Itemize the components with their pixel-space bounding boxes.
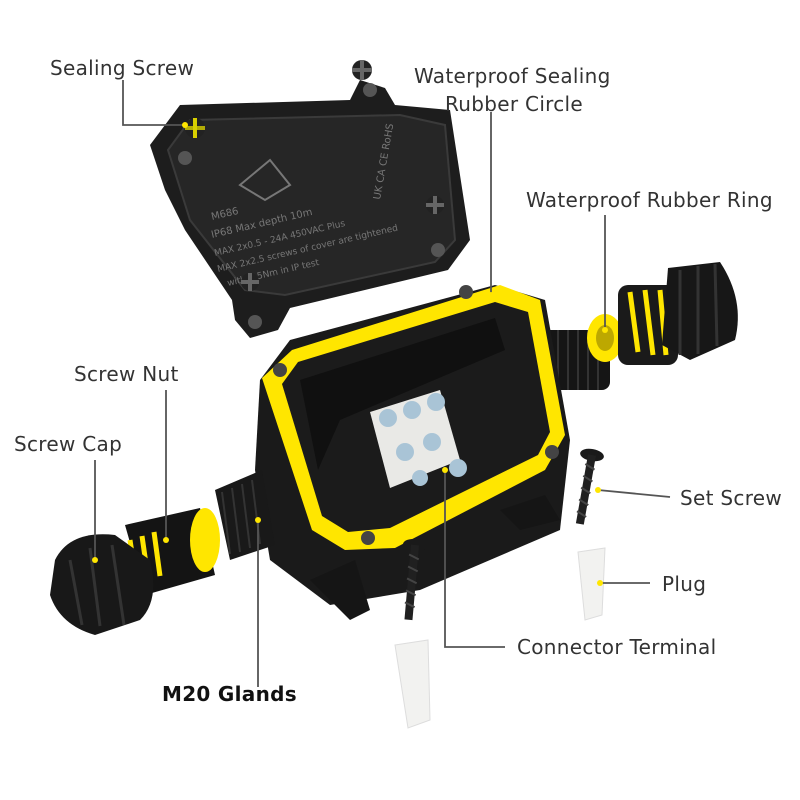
label-rubber-ring: Waterproof Rubber Ring [526,188,773,212]
label-screw-nut: Screw Nut [74,362,179,386]
label-sealing-rubber-circle-line2: Rubber Circle [445,92,584,116]
set-screws [403,448,604,621]
label-set-screw: Set Screw [680,486,783,510]
right-gland [540,262,738,390]
label-sealing-screw: Sealing Screw [50,56,195,80]
label-sealing-rubber-circle-line1: Waterproof Sealing [414,64,611,88]
screw-nut [190,508,220,572]
connector-terminal [370,390,467,488]
leader-dots [92,122,608,586]
left-gland [50,470,275,635]
sealing-screws [185,60,444,291]
label-connector-terminal: Connector Terminal [517,635,717,659]
lid-logo [238,158,292,202]
label-plug: Plug [662,572,707,596]
plugs [394,547,606,729]
label-screw-cap: Screw Cap [14,432,123,456]
leader-lines [94,80,671,687]
screw-cap [50,534,154,635]
lid: M686 IP68 Max depth 10m MAX 2x0.5 - 24A … [150,80,470,338]
label-m20-glands: M20 Glands [162,682,297,706]
